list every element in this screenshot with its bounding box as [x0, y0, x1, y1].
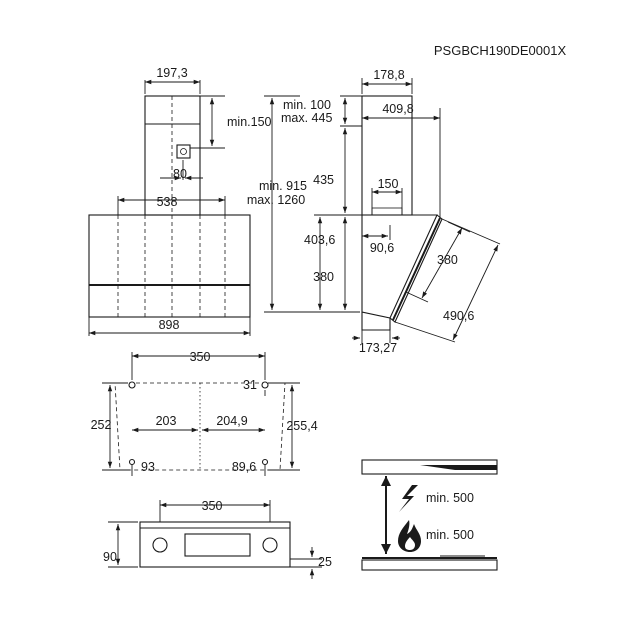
dim-total-height-max: max. 1260: [247, 193, 305, 207]
dim-lower-height: 403,6: [304, 233, 335, 247]
bracket-outline: [139, 521, 291, 568]
dim-bracket-width: 538: [157, 195, 178, 209]
dim-outlet-width: 150: [378, 177, 399, 191]
dim-right-centre: 204,9: [216, 414, 247, 428]
dim-outlet-offset: 90,6: [370, 241, 394, 255]
front-view: 197,3 min.150 80 538 898: [88, 66, 272, 336]
dim-base-depth: 173,27: [359, 341, 397, 355]
electric-icon: [399, 485, 418, 512]
mounting-outline: [114, 382, 286, 471]
dim-top-hole-offset: 31: [243, 378, 257, 392]
dim-left-bottom-hole: 93: [141, 460, 155, 474]
dim-bracket-hole-spacing: 350: [202, 499, 223, 513]
side-hood-body: [361, 214, 438, 319]
socket-icon: [176, 144, 191, 159]
dim-bracket-bottom-offset: 25: [318, 555, 332, 569]
dim-top-gap-max: max. 445: [281, 111, 332, 125]
dim-right-height: 255,4: [286, 419, 317, 433]
dim-chimney-height: 435: [313, 173, 334, 187]
dim-panel-height: 380: [437, 253, 458, 267]
side-glass-panel: [389, 214, 443, 323]
dim-overall-depth: 409,8: [382, 102, 413, 116]
hole-top-left: [128, 381, 136, 389]
dim-body-height: 380: [313, 270, 334, 284]
dim-top-gap-min: min. 100: [283, 98, 331, 112]
dim-left-centre: 203: [156, 414, 177, 428]
dim-right-bottom-hole: 89,6: [232, 460, 256, 474]
bracket-view: 350 90 25: [103, 499, 332, 579]
hood-body: [88, 214, 251, 318]
gas-flame-icon: [398, 520, 421, 552]
dim-top-hole-spacing: 350: [190, 350, 211, 364]
dim-bracket-height: 90: [103, 550, 117, 564]
hole-bottom-right: [261, 458, 269, 466]
dim-total-height-min: min. 915: [259, 179, 307, 193]
clearance-electric-label: min. 500: [426, 491, 474, 505]
clearance-hob: [361, 559, 498, 571]
dim-socket-offset: 80: [173, 167, 187, 181]
mounting-plan: 350 31 252 255,4 203 204,9 93 89,6: [91, 350, 318, 476]
dim-hood-width: 898: [159, 318, 180, 332]
bracket-hole-right: [262, 537, 278, 553]
dim-panel-length: 490,6: [443, 309, 474, 323]
dim-chimney-width: 197,3: [156, 66, 187, 80]
side-view: min. 915 max. 1260 min. 100 max. 445 178…: [247, 68, 501, 355]
clearance-view: min. 500 min. 500: [361, 459, 498, 571]
hole-top-right: [261, 381, 269, 389]
dim-chimney-depth: 178,8: [373, 68, 404, 82]
hole-bottom-left: [128, 458, 136, 466]
clearance-gas-label: min. 500: [426, 528, 474, 542]
bracket-hole-left: [152, 537, 168, 553]
dim-left-height: 252: [91, 418, 112, 432]
dim-chimney-gap: min.150: [227, 115, 272, 129]
model-code: PSGBCH190DE0001X: [434, 43, 567, 58]
bracket-display-slot: [184, 533, 251, 557]
